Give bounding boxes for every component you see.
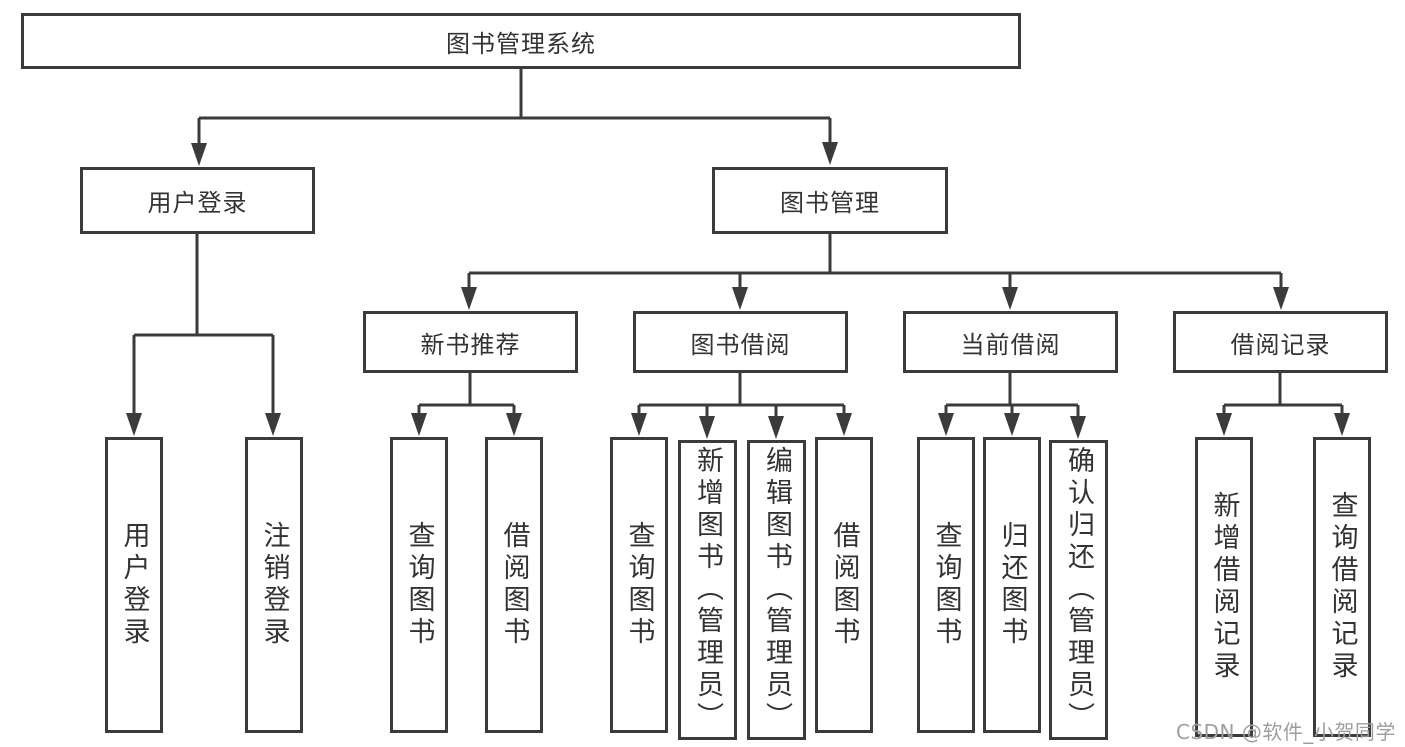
leaf-bb-add-books-admin-label: 新增图书（管理员） xyxy=(692,446,724,734)
leaf-bb-borrow-books: 借阅图书 xyxy=(815,437,873,733)
node-book-borrowing-label: 图书借阅 xyxy=(690,330,791,359)
node-borrow-records-label: 借阅记录 xyxy=(1230,330,1331,359)
leaf-cb-confirm-return-admin-label: 确认归还（管理员） xyxy=(1063,446,1095,734)
node-root-system-label: 图书管理系统 xyxy=(446,29,596,58)
connector-book-mgmt-children xyxy=(461,234,1289,310)
leaf-nbr-borrow-books-label: 借阅图书 xyxy=(498,521,530,649)
node-borrow-records: 借阅记录 xyxy=(1173,311,1388,373)
arrowhead-bb-query xyxy=(631,413,647,436)
node-book-borrowing: 图书借阅 xyxy=(633,311,848,373)
leaf-logout-label: 注销登录 xyxy=(258,521,290,649)
connector-user-login-children xyxy=(126,234,281,436)
arrowhead-br-add xyxy=(1216,413,1232,436)
arrowhead-book-borrowing xyxy=(732,287,748,310)
arrowhead-new-book-recommend xyxy=(461,287,477,310)
arrowhead-cb-query xyxy=(938,413,954,436)
connector-current-borrowing-children xyxy=(938,373,1086,439)
arrowhead-logout xyxy=(265,413,281,436)
connector-book-borrowing-children xyxy=(631,373,852,439)
arrowhead-bb-add xyxy=(699,416,715,439)
node-user-login: 用户登录 xyxy=(80,167,315,234)
arrowhead-current-borrowing xyxy=(1002,287,1018,310)
connector-borrow-records-children xyxy=(1216,373,1350,436)
node-user-login-label: 用户登录 xyxy=(147,189,248,217)
leaf-br-query-record: 查询借阅记录 xyxy=(1313,437,1371,737)
connector-root-to-level2 xyxy=(191,69,838,166)
arrowhead-nbr-query xyxy=(411,413,427,436)
leaf-cb-query-books-label: 查询图书 xyxy=(930,521,962,649)
connector-new-book-recommend-children xyxy=(411,373,522,436)
arrowhead-cb-return xyxy=(1004,413,1020,436)
arrowhead-nbr-borrow xyxy=(506,413,522,436)
leaf-cb-return-books-label: 归还图书 xyxy=(996,521,1028,649)
leaf-user-login: 用户登录 xyxy=(105,437,163,733)
arrowhead-bb-edit xyxy=(768,416,784,439)
node-current-borrowing: 当前借阅 xyxy=(903,311,1118,373)
leaf-br-query-record-label: 查询借阅记录 xyxy=(1326,491,1358,683)
leaf-br-add-record-label: 新增借阅记录 xyxy=(1208,491,1240,683)
arrowhead-br-query xyxy=(1334,413,1350,436)
arrowhead-book-mgmt xyxy=(822,142,838,165)
leaf-br-add-record: 新增借阅记录 xyxy=(1195,437,1253,737)
leaf-bb-edit-books-admin-label: 编辑图书（管理员） xyxy=(761,446,793,734)
node-book-management-label: 图书管理 xyxy=(780,189,880,217)
node-root-system: 图书管理系统 xyxy=(21,13,1021,69)
leaf-bb-add-books-admin: 新增图书（管理员） xyxy=(678,440,737,740)
leaf-bb-edit-books-admin: 编辑图书（管理员） xyxy=(747,440,806,740)
arrowhead-login xyxy=(126,413,142,436)
leaf-nbr-query-books: 查询图书 xyxy=(390,437,448,733)
leaf-bb-borrow-books-label: 借阅图书 xyxy=(828,521,860,649)
arrowhead-cb-confirm xyxy=(1070,416,1086,439)
arrowhead-borrow-records xyxy=(1273,287,1289,310)
node-current-borrowing-label: 当前借阅 xyxy=(960,330,1061,359)
leaf-bb-query-books-label: 查询图书 xyxy=(623,521,655,649)
leaf-cb-confirm-return-admin: 确认归还（管理员） xyxy=(1049,440,1108,740)
leaf-nbr-query-books-label: 查询图书 xyxy=(403,521,435,649)
arrowhead-user-login xyxy=(191,143,207,166)
leaf-user-login-label: 用户登录 xyxy=(118,521,150,649)
leaf-bb-query-books: 查询图书 xyxy=(610,437,668,733)
leaf-cb-query-books: 查询图书 xyxy=(917,437,975,733)
node-book-management: 图书管理 xyxy=(712,167,948,234)
arrowhead-bb-borrow xyxy=(836,413,852,436)
leaf-logout: 注销登录 xyxy=(245,437,303,733)
leaf-nbr-borrow-books: 借阅图书 xyxy=(485,437,543,733)
node-new-book-recommend: 新书推荐 xyxy=(363,311,578,373)
node-new-book-recommend-label: 新书推荐 xyxy=(420,330,521,359)
leaf-cb-return-books: 归还图书 xyxy=(983,437,1041,733)
watermark: CSDN @软件_小贺同学 xyxy=(1176,720,1396,744)
